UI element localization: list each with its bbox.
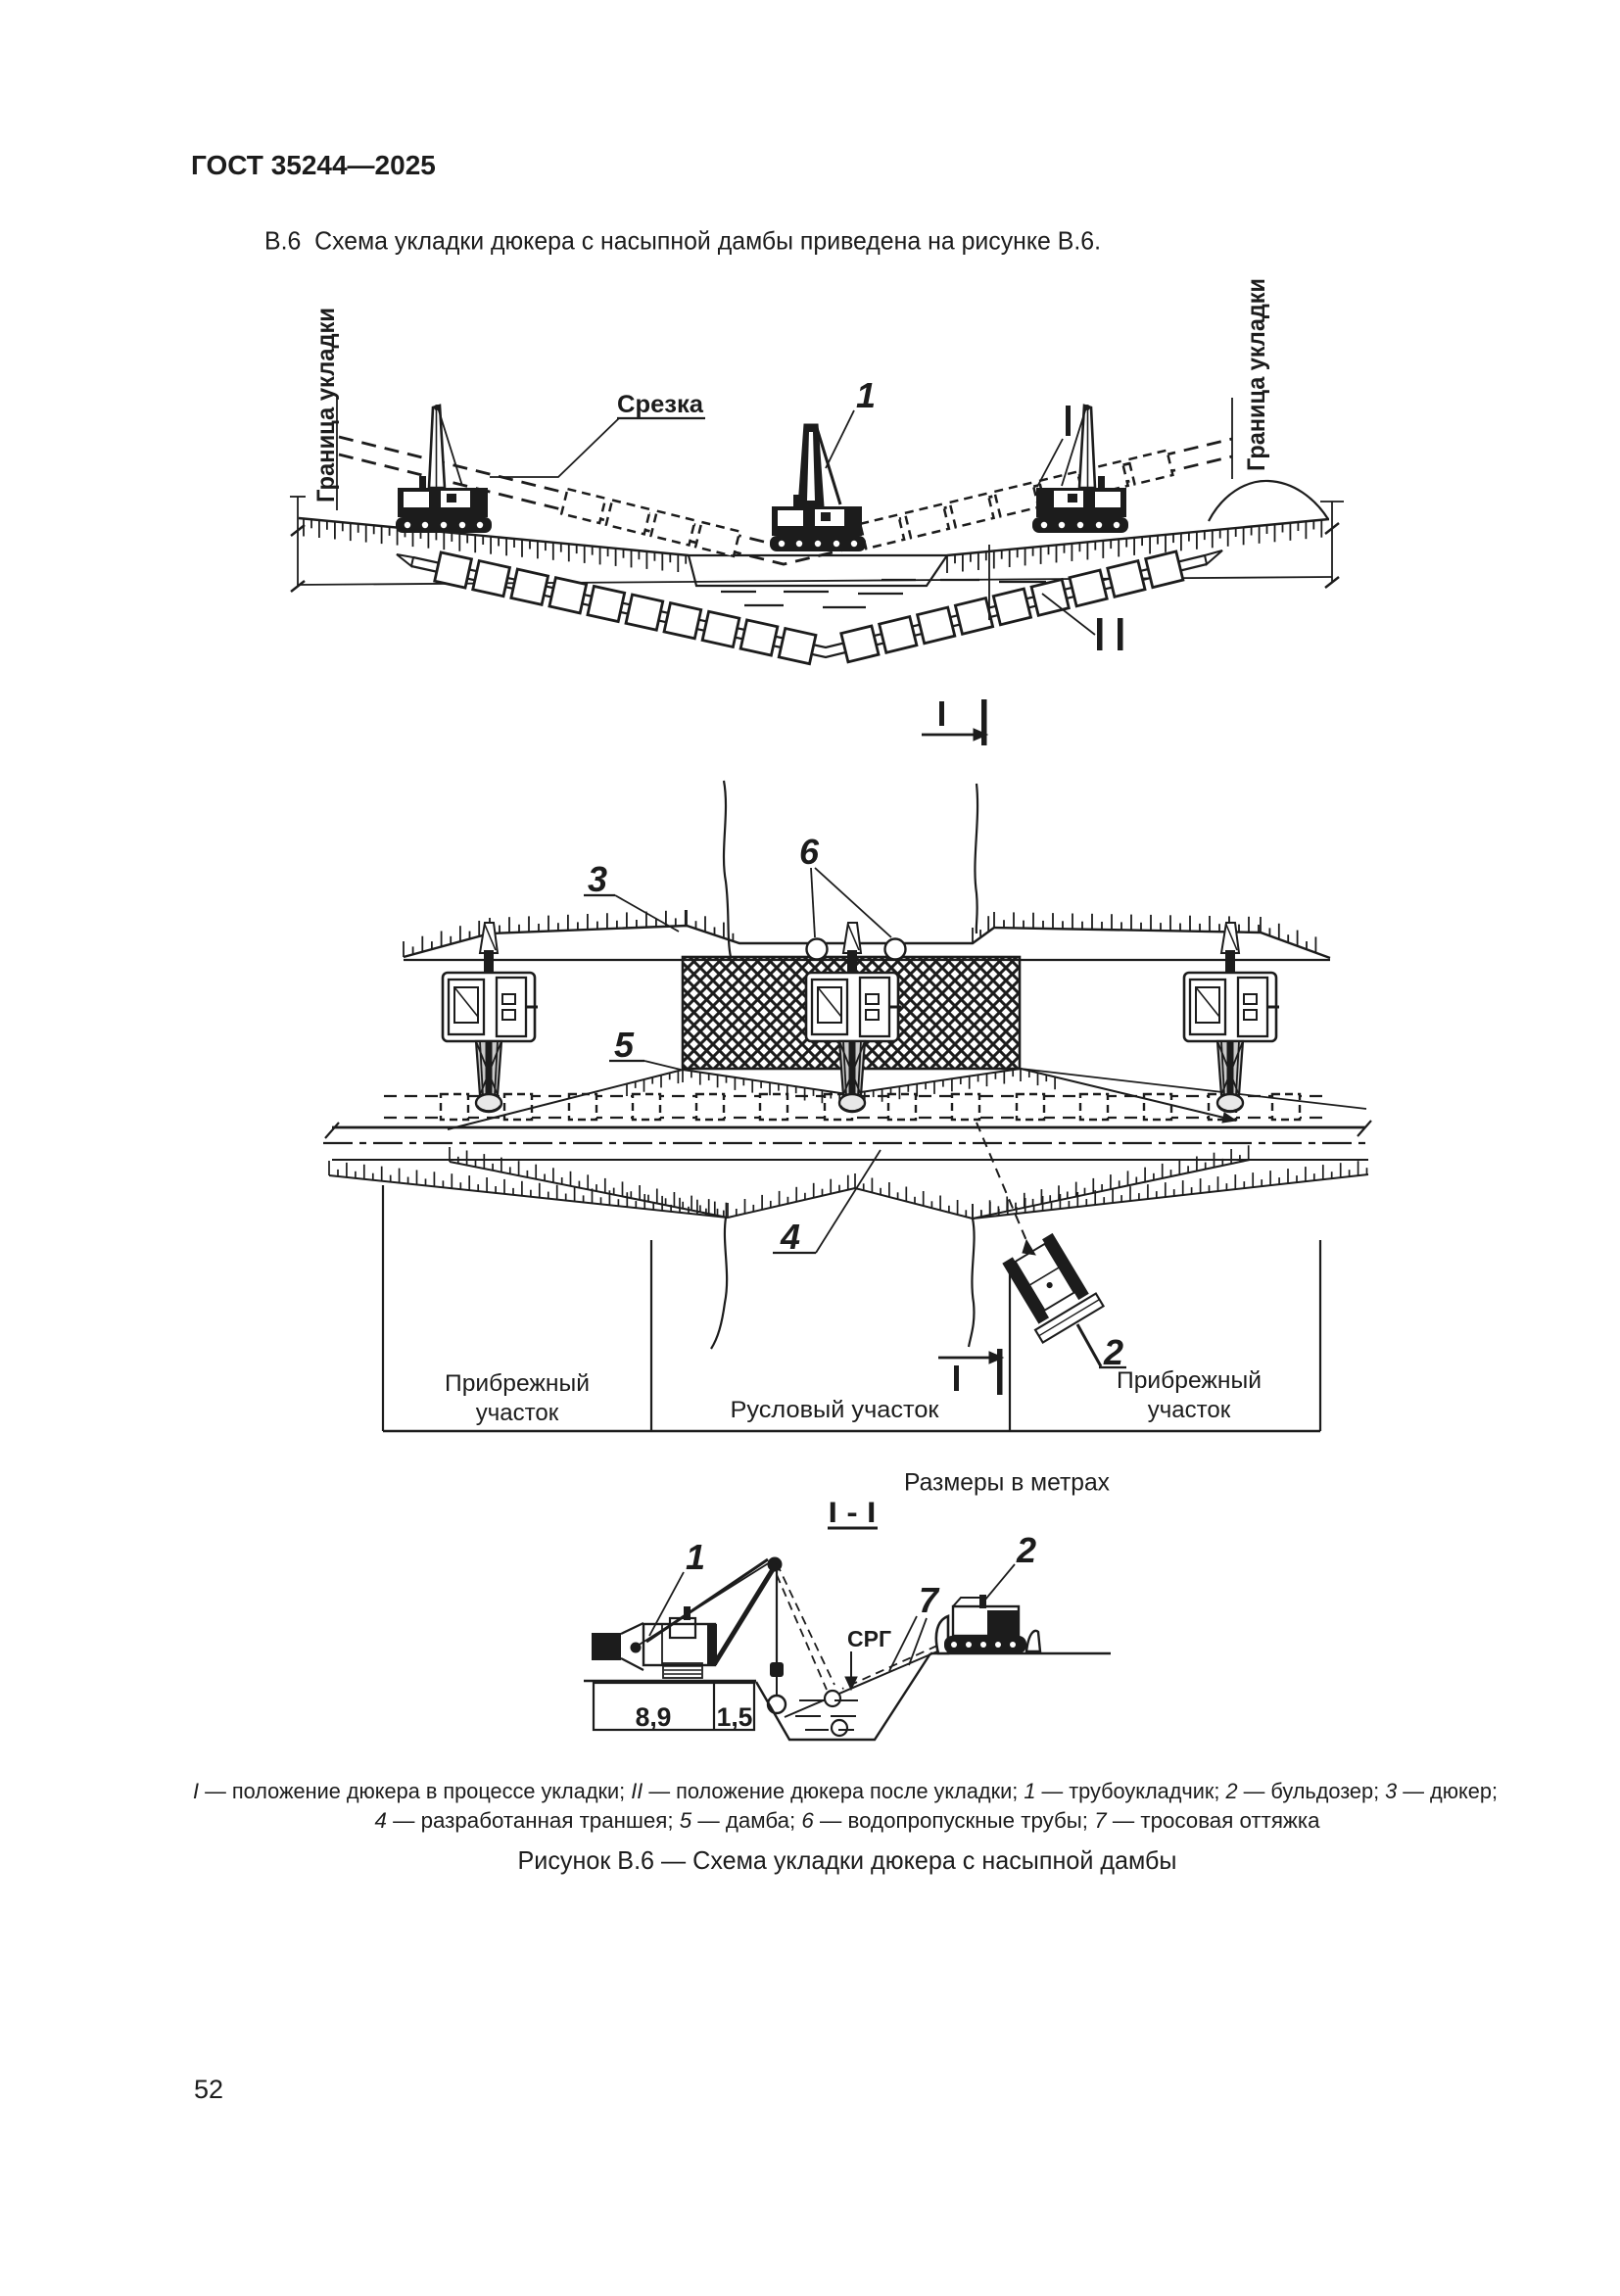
svg-text:2: 2 bbox=[1016, 1530, 1036, 1570]
svg-text:Рисунок В.6 — Схема укладки дю: Рисунок В.6 — Схема укладки дюкера с нас… bbox=[518, 1845, 1177, 1875]
svg-text:6: 6 bbox=[799, 832, 820, 872]
svg-text:Прибрежный: Прибрежный bbox=[445, 1370, 590, 1397]
svg-text:Граница укладки: Граница укладки bbox=[312, 308, 340, 502]
svg-text:Срезка: Срезка bbox=[617, 391, 704, 418]
svg-text:В.6 Схема укладки дюкера с на: В.6 Схема укладки дюкера с насыпной дамб… bbox=[264, 226, 1101, 256]
svg-text:Граница укладки: Граница укладки bbox=[1243, 278, 1270, 471]
svg-text:1: 1 bbox=[856, 375, 876, 415]
svg-text:4 — разработанная траншея; 5 —: 4 — разработанная траншея; 5 — дамба; 6 … bbox=[375, 1808, 1321, 1833]
svg-text:1: 1 bbox=[686, 1537, 705, 1577]
svg-text:4: 4 bbox=[780, 1217, 800, 1257]
svg-text:Прибрежный: Прибрежный bbox=[1117, 1367, 1262, 1394]
svg-text:8,9: 8,9 bbox=[636, 1702, 672, 1732]
svg-text:52: 52 bbox=[194, 2075, 223, 2104]
svg-text:I - I: I - I bbox=[829, 1497, 877, 1529]
svg-text:2: 2 bbox=[1103, 1332, 1123, 1372]
svg-text:СРГ: СРГ bbox=[847, 1626, 891, 1651]
svg-text:участок: участок bbox=[476, 1400, 559, 1426]
svg-text:Русловый участок: Русловый участок bbox=[731, 1397, 940, 1423]
svg-text:ГОСТ 35244—2025: ГОСТ 35244—2025 bbox=[191, 150, 436, 180]
svg-text:участок: участок bbox=[1148, 1397, 1231, 1423]
svg-text:3: 3 bbox=[588, 859, 607, 899]
svg-text:7: 7 bbox=[919, 1580, 940, 1620]
svg-text:I — положение дюкера в процесс: I — положение дюкера в процессе укладки;… bbox=[193, 1779, 1498, 1803]
svg-text:5: 5 bbox=[614, 1025, 635, 1065]
svg-text:Размеры в метрах: Размеры в метрах bbox=[904, 1469, 1110, 1497]
svg-text:1,5: 1,5 bbox=[717, 1702, 753, 1732]
